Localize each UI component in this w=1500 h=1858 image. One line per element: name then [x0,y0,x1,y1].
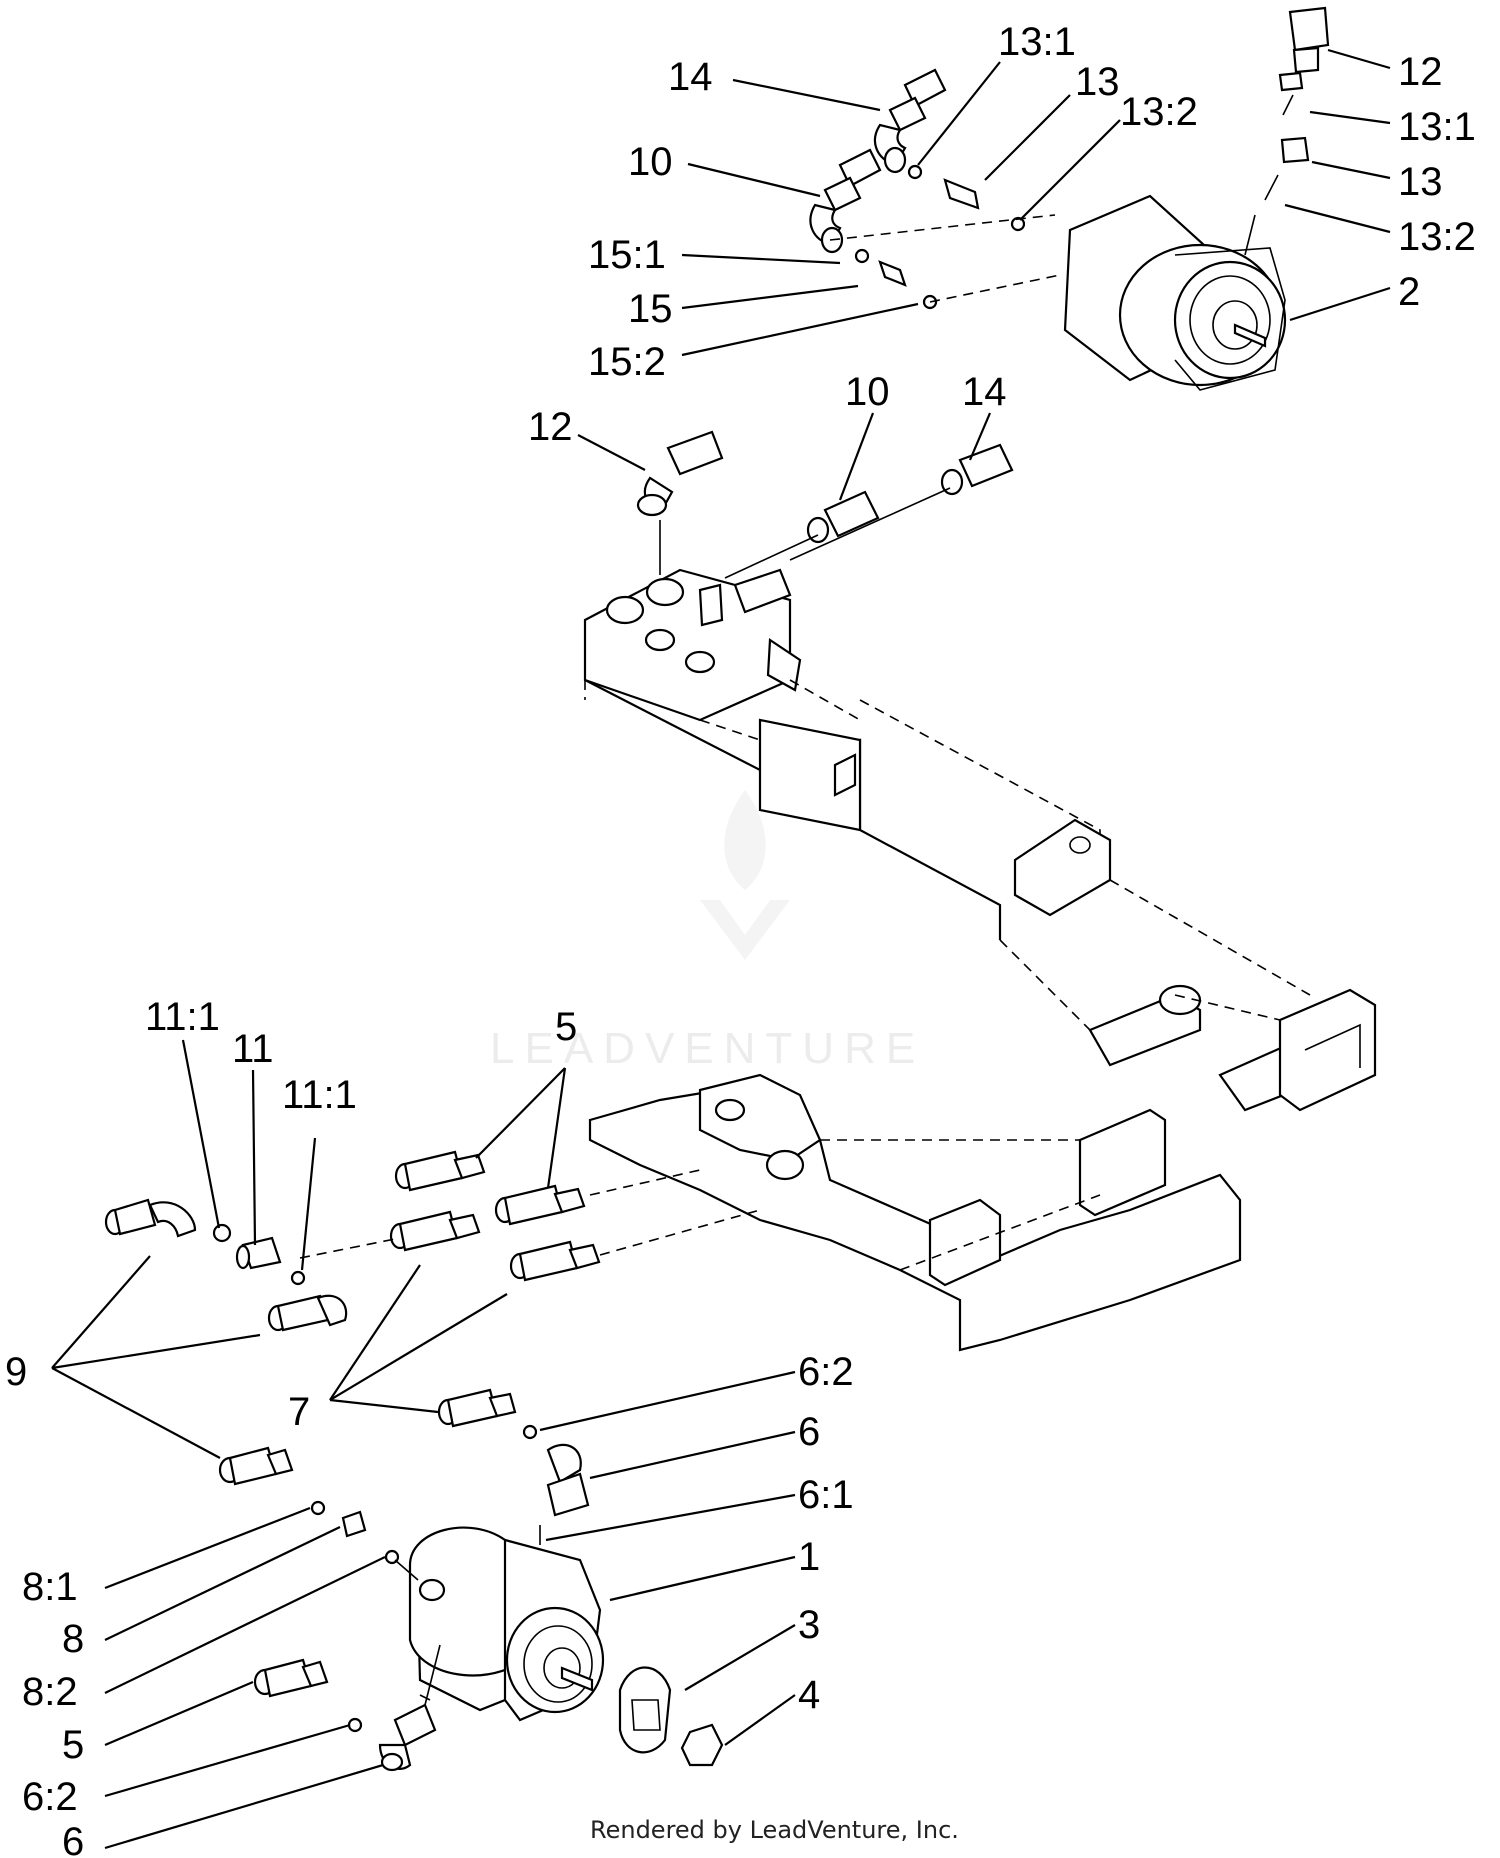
callout-6-1: 6:1 [798,1473,854,1517]
motor-2-drawing [1063,194,1287,391]
fitting-5-b [494,1184,586,1226]
callout-6-b: 6 [62,1820,84,1858]
callout-15: 15 [628,287,673,331]
footer-credit: Rendered by LeadVenture, Inc. [590,1816,959,1844]
callout-5-bottom: 5 [62,1723,84,1767]
nut-4 [680,1723,724,1767]
callout-6-a: 6 [798,1410,820,1454]
adapter-15 [854,248,938,310]
callout-4: 4 [798,1673,820,1717]
callout-11-1-a: 11:1 [145,995,220,1039]
elbow-6-b [378,1703,437,1772]
callout-8: 8 [62,1617,84,1661]
callout-2: 2 [1398,270,1420,314]
callout-13-b: 13 [1398,160,1443,204]
o-ring-6-2-a [522,1424,538,1440]
fitting-5-c [253,1658,329,1698]
elbow-6-a [546,1443,590,1517]
callout-14-top: 14 [668,55,713,99]
callout-12-mid: 12 [528,405,573,449]
fitting-10-mid [806,490,880,544]
callout-12-right: 12 [1398,50,1443,94]
callout-13-1-b: 13:1 [1398,105,1476,149]
fitting-9-elbow [104,1198,197,1238]
callout-15-2: 15:2 [588,340,666,384]
callout-1: 1 [798,1535,820,1579]
callout-9: 9 [5,1350,27,1394]
fitting-5-a [394,1150,486,1192]
callout-10-top: 10 [628,140,673,184]
callout-11-1-b: 11:1 [282,1073,357,1117]
watermark-logo-icon [700,790,790,960]
o-ring-11-1-a [212,1223,232,1243]
callout-6-2-a: 6:2 [798,1350,854,1394]
fitting-9-c [218,1446,294,1486]
callout-8-2: 8:2 [22,1670,78,1714]
callout-6-2-b: 6:2 [22,1775,78,1819]
callout-7: 7 [288,1390,310,1434]
fitting-12-mid [636,430,724,517]
fitting-7-b [509,1240,601,1282]
pump-1-drawing [408,1526,605,1722]
adapter-11 [235,1236,282,1270]
callout-11: 11 [232,1027,274,1071]
callout-13-2-a: 13:2 [1120,90,1198,134]
fitting-9-elbow-2 [267,1294,348,1332]
callout-13-1-a: 13:1 [998,20,1076,64]
fitting-7-c [437,1388,517,1428]
callout-14-mid: 14 [962,370,1007,414]
callout-8-1: 8:1 [22,1565,78,1609]
frame [584,679,1377,1352]
fitting-10-top [809,148,882,254]
watermark-text: LEADVENTURE [490,1024,925,1073]
valve-block [583,568,802,722]
fitting-12-right [1278,6,1330,164]
coupler-3 [618,1666,672,1754]
callout-13-a: 13 [1075,60,1120,104]
o-ring-11-1-b [290,1270,306,1286]
callout-10-mid: 10 [845,370,890,414]
fitting-14-top [873,68,947,174]
o-ring-6-2-b [347,1717,363,1733]
fitting-14-mid [940,443,1014,496]
leader-lines [51,48,1391,1850]
adapter-8 [341,1510,367,1538]
fitting-7-a [389,1210,481,1252]
adapter-13 [907,164,1026,232]
callout-5-top: 5 [555,1005,577,1049]
callout-3: 3 [798,1603,820,1647]
callout-13-2-b: 13:2 [1398,215,1476,259]
callout-15-1: 15:1 [588,233,666,277]
o-ring-8-1 [310,1500,326,1516]
